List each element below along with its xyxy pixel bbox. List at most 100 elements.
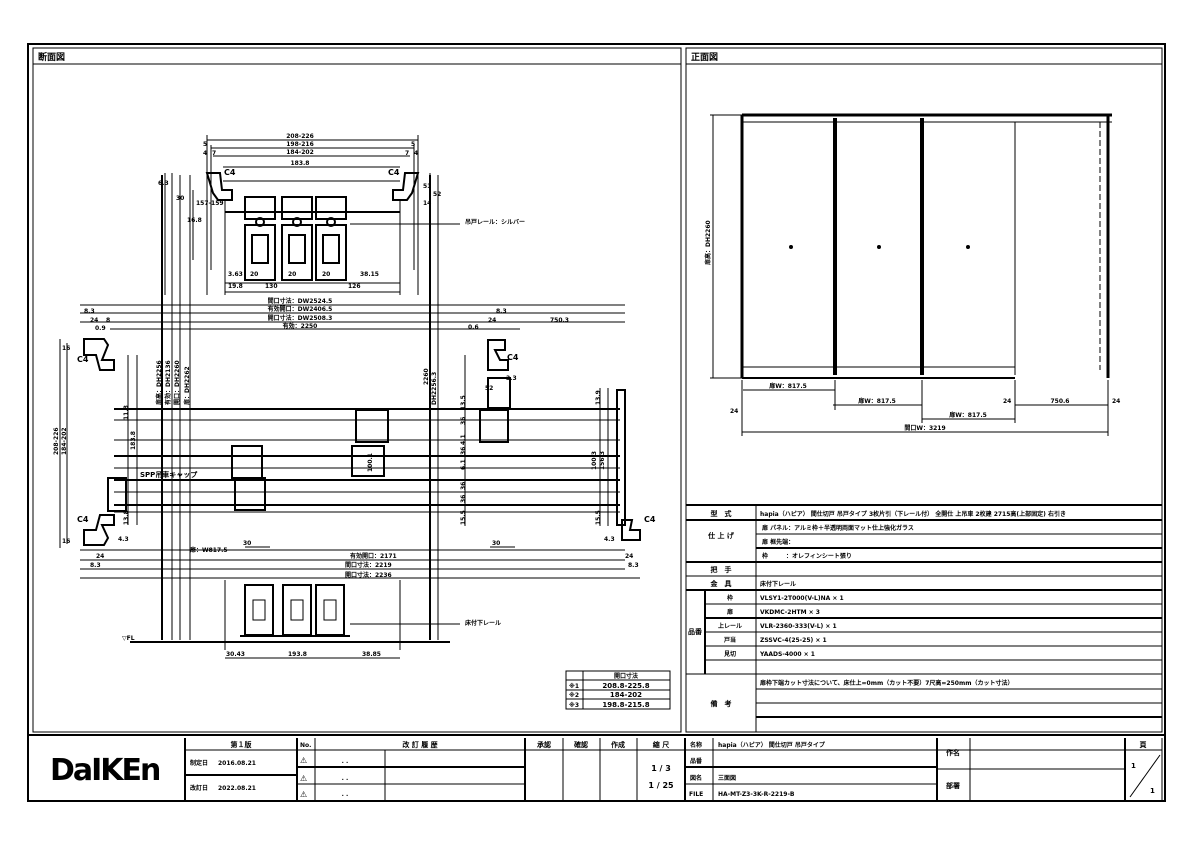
- label: 6.1: [460, 459, 467, 470]
- label: 8.3: [628, 562, 639, 569]
- spec-value-model: hapia（ハピア） 間仕切戸 吊戸タイプ 3枚片引（下レール付） 全開仕 上吊…: [760, 510, 1066, 518]
- spec-table: [686, 504, 1162, 732]
- label: 扉 パネル：アルミ枠＋半透明両面マット仕上強化ガラス: [761, 524, 914, 532]
- label: . .: [342, 758, 349, 765]
- label: 開口：DH2260: [173, 360, 181, 405]
- label: 部署: [946, 781, 960, 790]
- label: 金 具: [710, 579, 732, 588]
- label: FILE: [689, 791, 703, 798]
- label: 4.1: [460, 434, 467, 445]
- label: 扉: [726, 608, 733, 616]
- label: 0.6: [468, 324, 479, 331]
- label: 36: [460, 482, 467, 490]
- label: 把 手: [711, 565, 732, 574]
- label: 5: [203, 141, 207, 148]
- label: 改 訂 履 歴: [402, 740, 437, 749]
- daiken-logo: DaIKEn: [50, 753, 160, 788]
- opening-size-table: [565, 670, 671, 710]
- label: 8.3: [84, 308, 95, 315]
- label: 24: [90, 317, 98, 324]
- label: 24: [730, 408, 738, 415]
- floor-rail-label: 床付下レール: [465, 619, 501, 627]
- title-block: [184, 738, 1163, 800]
- cap-label: SPP吊車キャップ: [140, 470, 198, 479]
- label: 13.9: [595, 390, 602, 405]
- spec-label-model: 型 式: [711, 509, 732, 518]
- label: C4: [507, 353, 519, 362]
- label: 見切: [723, 650, 736, 658]
- label: 床付下レール: [760, 580, 796, 588]
- parts-label: 品番: [688, 627, 703, 636]
- label: 38.85: [362, 651, 381, 658]
- label: 8.3: [90, 562, 101, 569]
- label: C4: [77, 355, 89, 364]
- label: 16.8: [187, 217, 202, 224]
- label: 14: [423, 200, 431, 207]
- label: 1: [1131, 762, 1136, 770]
- revision-mark-icon: ⚠: [300, 790, 307, 799]
- label: 作成: [611, 740, 625, 749]
- label: VKDMC-2HTM × 3: [760, 609, 820, 616]
- label: VLSY1-2T000(V-L)NA × 1: [760, 595, 844, 602]
- file-name: HA-MT-Z3-3K-R-2219-B: [718, 791, 795, 798]
- label: 16: [62, 538, 70, 545]
- remarks-label: 備 考: [711, 699, 732, 708]
- label: 208.8-225.8: [602, 682, 649, 690]
- label: 戸当: [724, 636, 736, 644]
- label: 100.3: [591, 451, 598, 470]
- label: 有効開口：DW2406.5: [268, 305, 333, 313]
- label: 184-202: [286, 149, 314, 156]
- label: 改訂日: [190, 784, 208, 792]
- label: 750.6: [1051, 398, 1070, 405]
- label: 184-202: [610, 691, 642, 699]
- label: 扉 框先端：: [761, 538, 794, 546]
- label: 36: [460, 417, 467, 425]
- label: C4: [224, 168, 236, 177]
- label: 0.9: [95, 325, 106, 332]
- label: 184-202: [61, 427, 68, 455]
- label: 4.3: [118, 536, 129, 543]
- label: 三面図: [718, 774, 736, 782]
- label: 100.1: [367, 453, 374, 472]
- fl-label: ▽FL: [122, 635, 135, 642]
- section-panel: [32, 47, 682, 733]
- label: 8.3: [496, 308, 507, 315]
- label: 24: [1003, 398, 1011, 405]
- label: 扉W：817.5: [948, 411, 987, 419]
- label: 扉：W817.5: [189, 546, 228, 554]
- label: 51: [423, 183, 431, 190]
- label: 3.63: [228, 271, 243, 278]
- label: DH2256.3: [431, 372, 438, 405]
- label: 20: [288, 271, 296, 278]
- revision-mark-icon: ⚠: [300, 756, 307, 765]
- label: 19.8: [228, 283, 243, 290]
- label: 157-159: [196, 200, 224, 207]
- label: 183.8: [291, 160, 310, 167]
- label: 198.8-215.8: [602, 701, 649, 709]
- label: 1: [1150, 787, 1155, 795]
- plan-section: [59, 304, 641, 579]
- plan-dimensions: 間口寸法：DW2524.5 有効開口：DW2406.5 開口寸法：DW2508.…: [53, 297, 656, 579]
- label: 開口寸法：DW2508.3: [268, 314, 333, 322]
- label: 扉：DH2262: [183, 366, 191, 406]
- label: 作名: [946, 748, 960, 757]
- sheet-border: [27, 43, 1166, 802]
- label: 24: [488, 317, 496, 324]
- label: C4: [644, 515, 656, 524]
- label: 縮 尺: [653, 740, 669, 749]
- label: VLR-2360-333(V-L) × 1: [760, 623, 837, 630]
- label: 156.3: [599, 451, 606, 470]
- label: 6.3: [158, 180, 169, 187]
- label: 頁: [1140, 741, 1147, 749]
- label: 15.5: [460, 510, 467, 525]
- label: 間口寸法：2219: [345, 561, 392, 569]
- label: 24: [625, 553, 633, 560]
- label: 52: [433, 191, 441, 198]
- label: 上レール: [718, 622, 742, 630]
- top-rail-detail: [164, 135, 460, 295]
- spec-label-finish: 仕 上 げ: [707, 531, 735, 540]
- label: 間口寸法：DW2524.5: [268, 297, 333, 305]
- label: C4: [388, 168, 400, 177]
- label: 16: [62, 345, 70, 352]
